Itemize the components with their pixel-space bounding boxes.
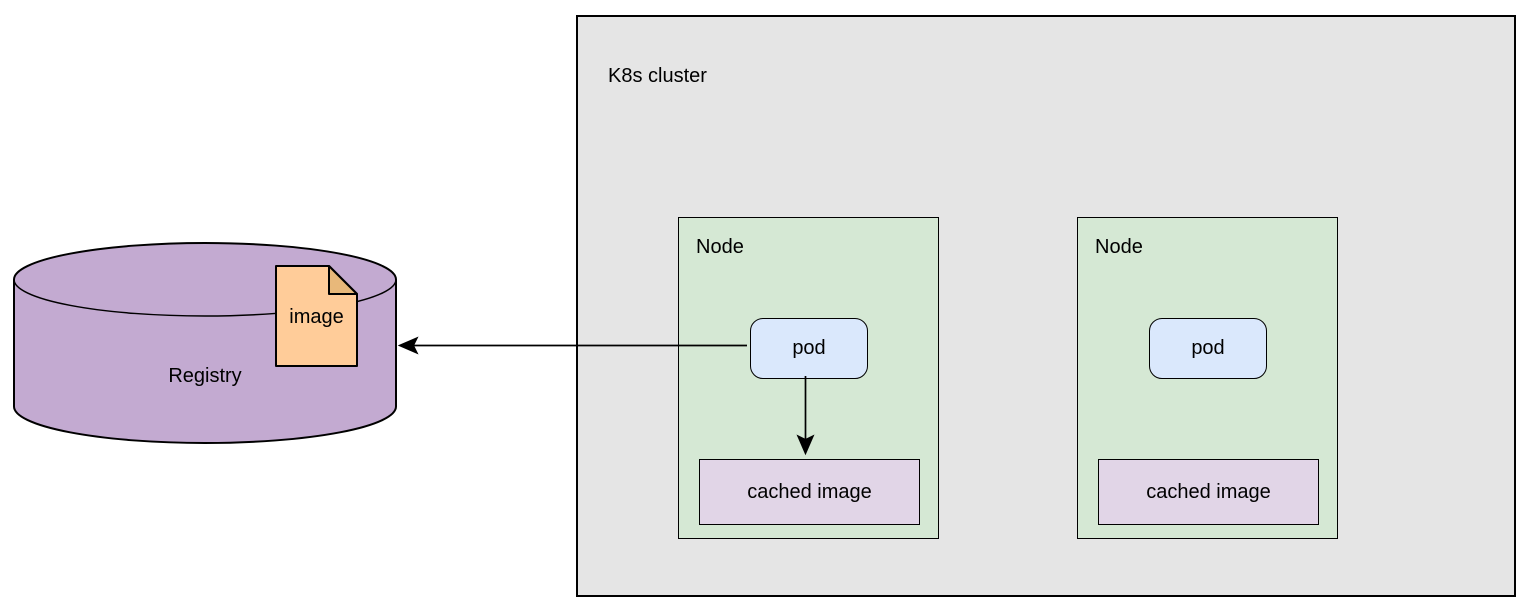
node-1-pod-label: pod (792, 337, 826, 359)
node-1-box: Node pod cached image (678, 217, 939, 539)
k8s-cluster-box: K8s cluster Node pod cached image Node p… (576, 15, 1516, 597)
registry-cylinder (13, 242, 397, 444)
node-2-box: Node pod cached image (1077, 217, 1338, 539)
node-1-label: Node (696, 236, 744, 258)
node-2-pod-label: pod (1191, 337, 1225, 359)
node-2-cached-image-box: cached image (1098, 459, 1319, 525)
node-1-cached-image-label: cached image (747, 480, 872, 503)
node-2-cached-image-label: cached image (1146, 480, 1271, 503)
registry-label: Registry (168, 365, 242, 387)
node-1-cached-image-box: cached image (699, 459, 920, 525)
image-document-label: image (289, 306, 344, 328)
node-1-pod-box: pod (750, 318, 868, 379)
image-document-fold (328, 265, 358, 295)
k8s-cluster-label: K8s cluster (608, 65, 707, 87)
node-2-pod-box: pod (1149, 318, 1267, 379)
node-2-label: Node (1095, 236, 1143, 258)
